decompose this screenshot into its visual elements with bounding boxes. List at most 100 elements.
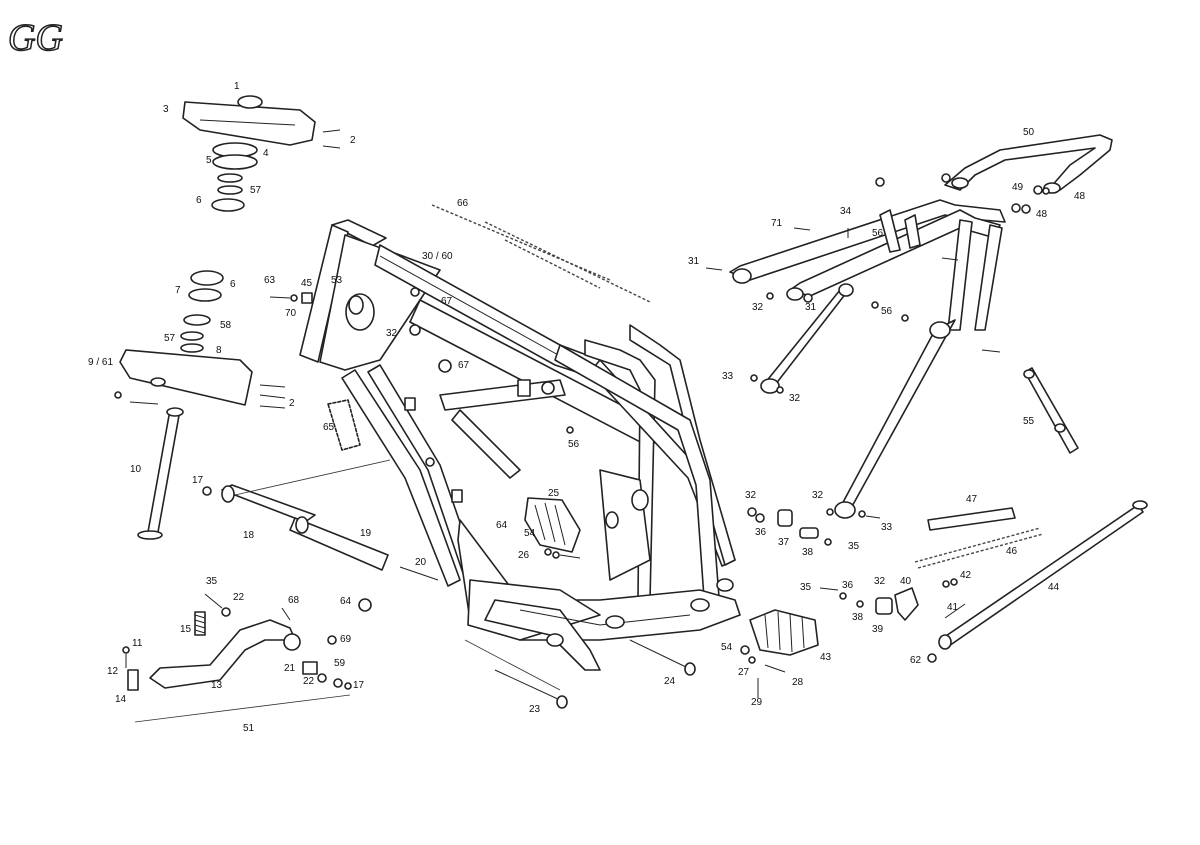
callout-label: 54	[524, 528, 536, 539]
callout-label: 33	[722, 371, 734, 382]
callout-label: 43	[820, 652, 832, 663]
long-bolts	[464, 639, 696, 709]
brand-logo: GG	[7, 16, 63, 60]
callout-label: 45	[301, 278, 313, 289]
callout-label: 49	[1012, 182, 1024, 193]
callout-label: 64	[496, 520, 508, 531]
callout-label: 34	[840, 206, 852, 217]
callout-label: 24	[664, 676, 676, 687]
callout-label: 67	[458, 360, 470, 371]
callout-label: 56	[568, 439, 580, 450]
frame-bracket	[517, 379, 531, 397]
callout-label: 31	[688, 256, 700, 267]
callout-label: 2	[350, 135, 356, 146]
callout-label: 32	[874, 576, 886, 587]
callout-label: 10	[130, 464, 142, 475]
callout-label: 37	[778, 537, 790, 548]
callout-label: 59	[334, 658, 346, 669]
callout-label: 62	[910, 655, 922, 666]
left-tube-18	[202, 459, 439, 612]
callout-label: 57	[164, 333, 176, 344]
callout-label: 68	[288, 595, 300, 606]
callout-label: 6	[196, 195, 202, 206]
callout-label: 32	[789, 393, 801, 404]
rear-axle-44	[927, 500, 1148, 663]
callout-label: 35	[848, 541, 860, 552]
callout-label: 70	[285, 308, 297, 319]
callout-label: 48	[1074, 191, 1086, 202]
callout-label: 56	[881, 306, 893, 317]
callout-label: 36	[755, 527, 767, 538]
callout-labels: 1 2 3 4 5 57 6 66 30 / 60 63 45 53 70 67…	[88, 81, 1086, 734]
callout-label: 42	[960, 570, 972, 581]
main-frame	[299, 219, 741, 671]
callout-label: 53	[331, 275, 343, 286]
callout-label: 1	[234, 81, 240, 92]
callout-label: 5	[206, 155, 212, 166]
left-footpeg	[524, 497, 581, 559]
callout-label: 17	[353, 680, 365, 691]
callout-label: 18	[243, 530, 255, 541]
callout-label: 26	[518, 550, 530, 561]
callout-label: 64	[340, 596, 352, 607]
callout-label: 54	[721, 642, 733, 653]
shock-spacer-parts	[747, 507, 958, 621]
decal-strips	[431, 204, 651, 303]
callout-label: 41	[947, 602, 959, 613]
callout-label: 66	[457, 198, 469, 209]
callout-label: 7	[175, 285, 181, 296]
callout-label: 31	[805, 302, 817, 313]
callout-label: 55	[1023, 416, 1035, 427]
callout-label: 47	[966, 494, 978, 505]
callout-label: 57	[250, 185, 262, 196]
callout-label: 51	[243, 723, 255, 734]
callout-label: 33	[881, 522, 893, 533]
callout-label: 39	[872, 624, 884, 635]
callout-label: 46	[1006, 546, 1018, 557]
frame-sticker	[327, 399, 361, 451]
head-bushing	[345, 293, 375, 331]
callout-label: 17	[192, 475, 204, 486]
callout-label: 4	[263, 148, 269, 159]
callout-label: 8	[216, 345, 222, 356]
right-footpeg	[740, 609, 819, 698]
brake-pedal	[122, 593, 352, 723]
rear-strut-55	[1023, 367, 1079, 454]
callout-label: 36	[842, 580, 854, 591]
callout-label: 48	[1036, 209, 1048, 220]
callout-label: 35	[206, 576, 218, 587]
callout-label: 27	[738, 667, 750, 678]
callout-label: 11	[132, 638, 143, 649]
steering-stem	[137, 407, 184, 540]
callout-label: 32	[812, 490, 824, 501]
callout-label: 14	[115, 694, 127, 705]
rear-grab-handle	[944, 134, 1113, 194]
callout-label: 56	[872, 228, 884, 239]
callout-label: 23	[529, 704, 541, 715]
callout-label: 50	[1023, 127, 1035, 138]
frame-bracket	[404, 397, 416, 411]
subframe-small-parts	[705, 173, 1050, 519]
callout-label: 22	[303, 676, 315, 687]
callout-label: 28	[792, 677, 804, 688]
chain-guide-47	[927, 507, 1016, 531]
callout-label: 3	[163, 104, 169, 115]
callout-label: 38	[802, 547, 814, 558]
callout-label: 6	[230, 279, 236, 290]
upper-triple-clamp	[182, 95, 341, 212]
callout-label: 65	[323, 422, 335, 433]
callout-label: 21	[284, 663, 296, 674]
rear-subframe	[729, 199, 1006, 519]
callout-label: 32	[745, 490, 757, 501]
callout-label: 58	[220, 320, 232, 331]
callout-label: 69	[340, 634, 352, 645]
bolt-group-63-70	[269, 287, 452, 373]
callout-label: 12	[107, 666, 119, 677]
callout-label: 35	[800, 582, 812, 593]
frame-bracket	[451, 489, 463, 503]
callout-label: 22	[233, 592, 245, 603]
callout-label: 32	[386, 328, 398, 339]
callout-label: 71	[771, 218, 783, 229]
svg-text:GG: GG	[8, 17, 63, 59]
